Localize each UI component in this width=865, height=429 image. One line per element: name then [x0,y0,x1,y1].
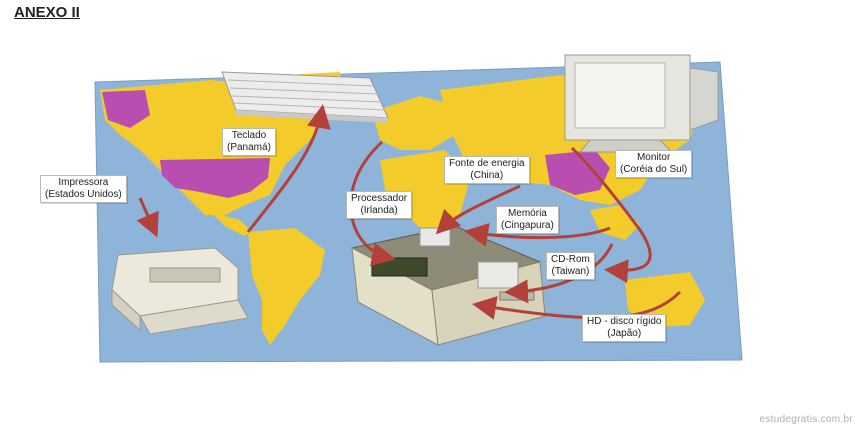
label-impressora: Impressora (Estados Unidos) [40,175,127,203]
arrow-fonte [435,184,521,235]
keyboard-icon [221,71,389,123]
central-america [210,212,252,236]
label-teclado-origin: (Panamá) [227,142,271,153]
highlight-alaska [102,90,150,128]
printer-icon [111,247,249,335]
label-cdrom-name: CD-Rom [551,254,590,265]
label-impressora-name: Impressora [58,177,109,188]
arrow-teclado [246,104,331,233]
label-hd-origin: (Japão) [607,328,642,339]
label-fonte-origin: (China) [470,170,504,181]
label-monitor: Monitor (Coréia do Sul) [615,150,693,178]
watermark: estudegratis.com.br [759,414,853,425]
label-monitor-origin: (Coréia do Sul) [620,164,688,175]
label-hd-name: HD - disco rígido [587,316,662,327]
monitor-icon [564,54,719,153]
label-processador-name: Processador [351,193,408,204]
label-impressora-origin: (Estados Unidos) [45,189,122,200]
label-processador: Processador (Irlanda) [346,191,413,219]
arrow-monitor [570,146,652,284]
label-fonte-de-energia: Fonte de energia (China) [444,156,530,184]
label-memoria-name: Memória [507,208,547,219]
label-memoria: Memória (Cingapura) [496,206,559,234]
label-fonte-name: Fonte de energia [449,158,525,169]
south-america [248,228,325,345]
highlight-usa [160,158,270,198]
label-teclado: Teclado (Panamá) [222,128,276,156]
label-hd: HD - disco rígido (Japão) [582,314,667,342]
label-processador-origin: (Irlanda) [360,205,398,216]
arrow-memoria [464,222,611,247]
label-monitor-name: Monitor [636,152,671,163]
label-cd-rom: CD-Rom (Taiwan) [546,252,595,280]
highlight-china [545,150,610,195]
page-title: ANEXO II [14,4,80,21]
label-memoria-origin: (Cingapura) [501,220,554,231]
europe [372,96,455,150]
label-teclado-name: Teclado [231,130,267,141]
arrow-impressora [136,197,159,238]
label-cdrom-origin: (Taiwan) [551,266,590,277]
